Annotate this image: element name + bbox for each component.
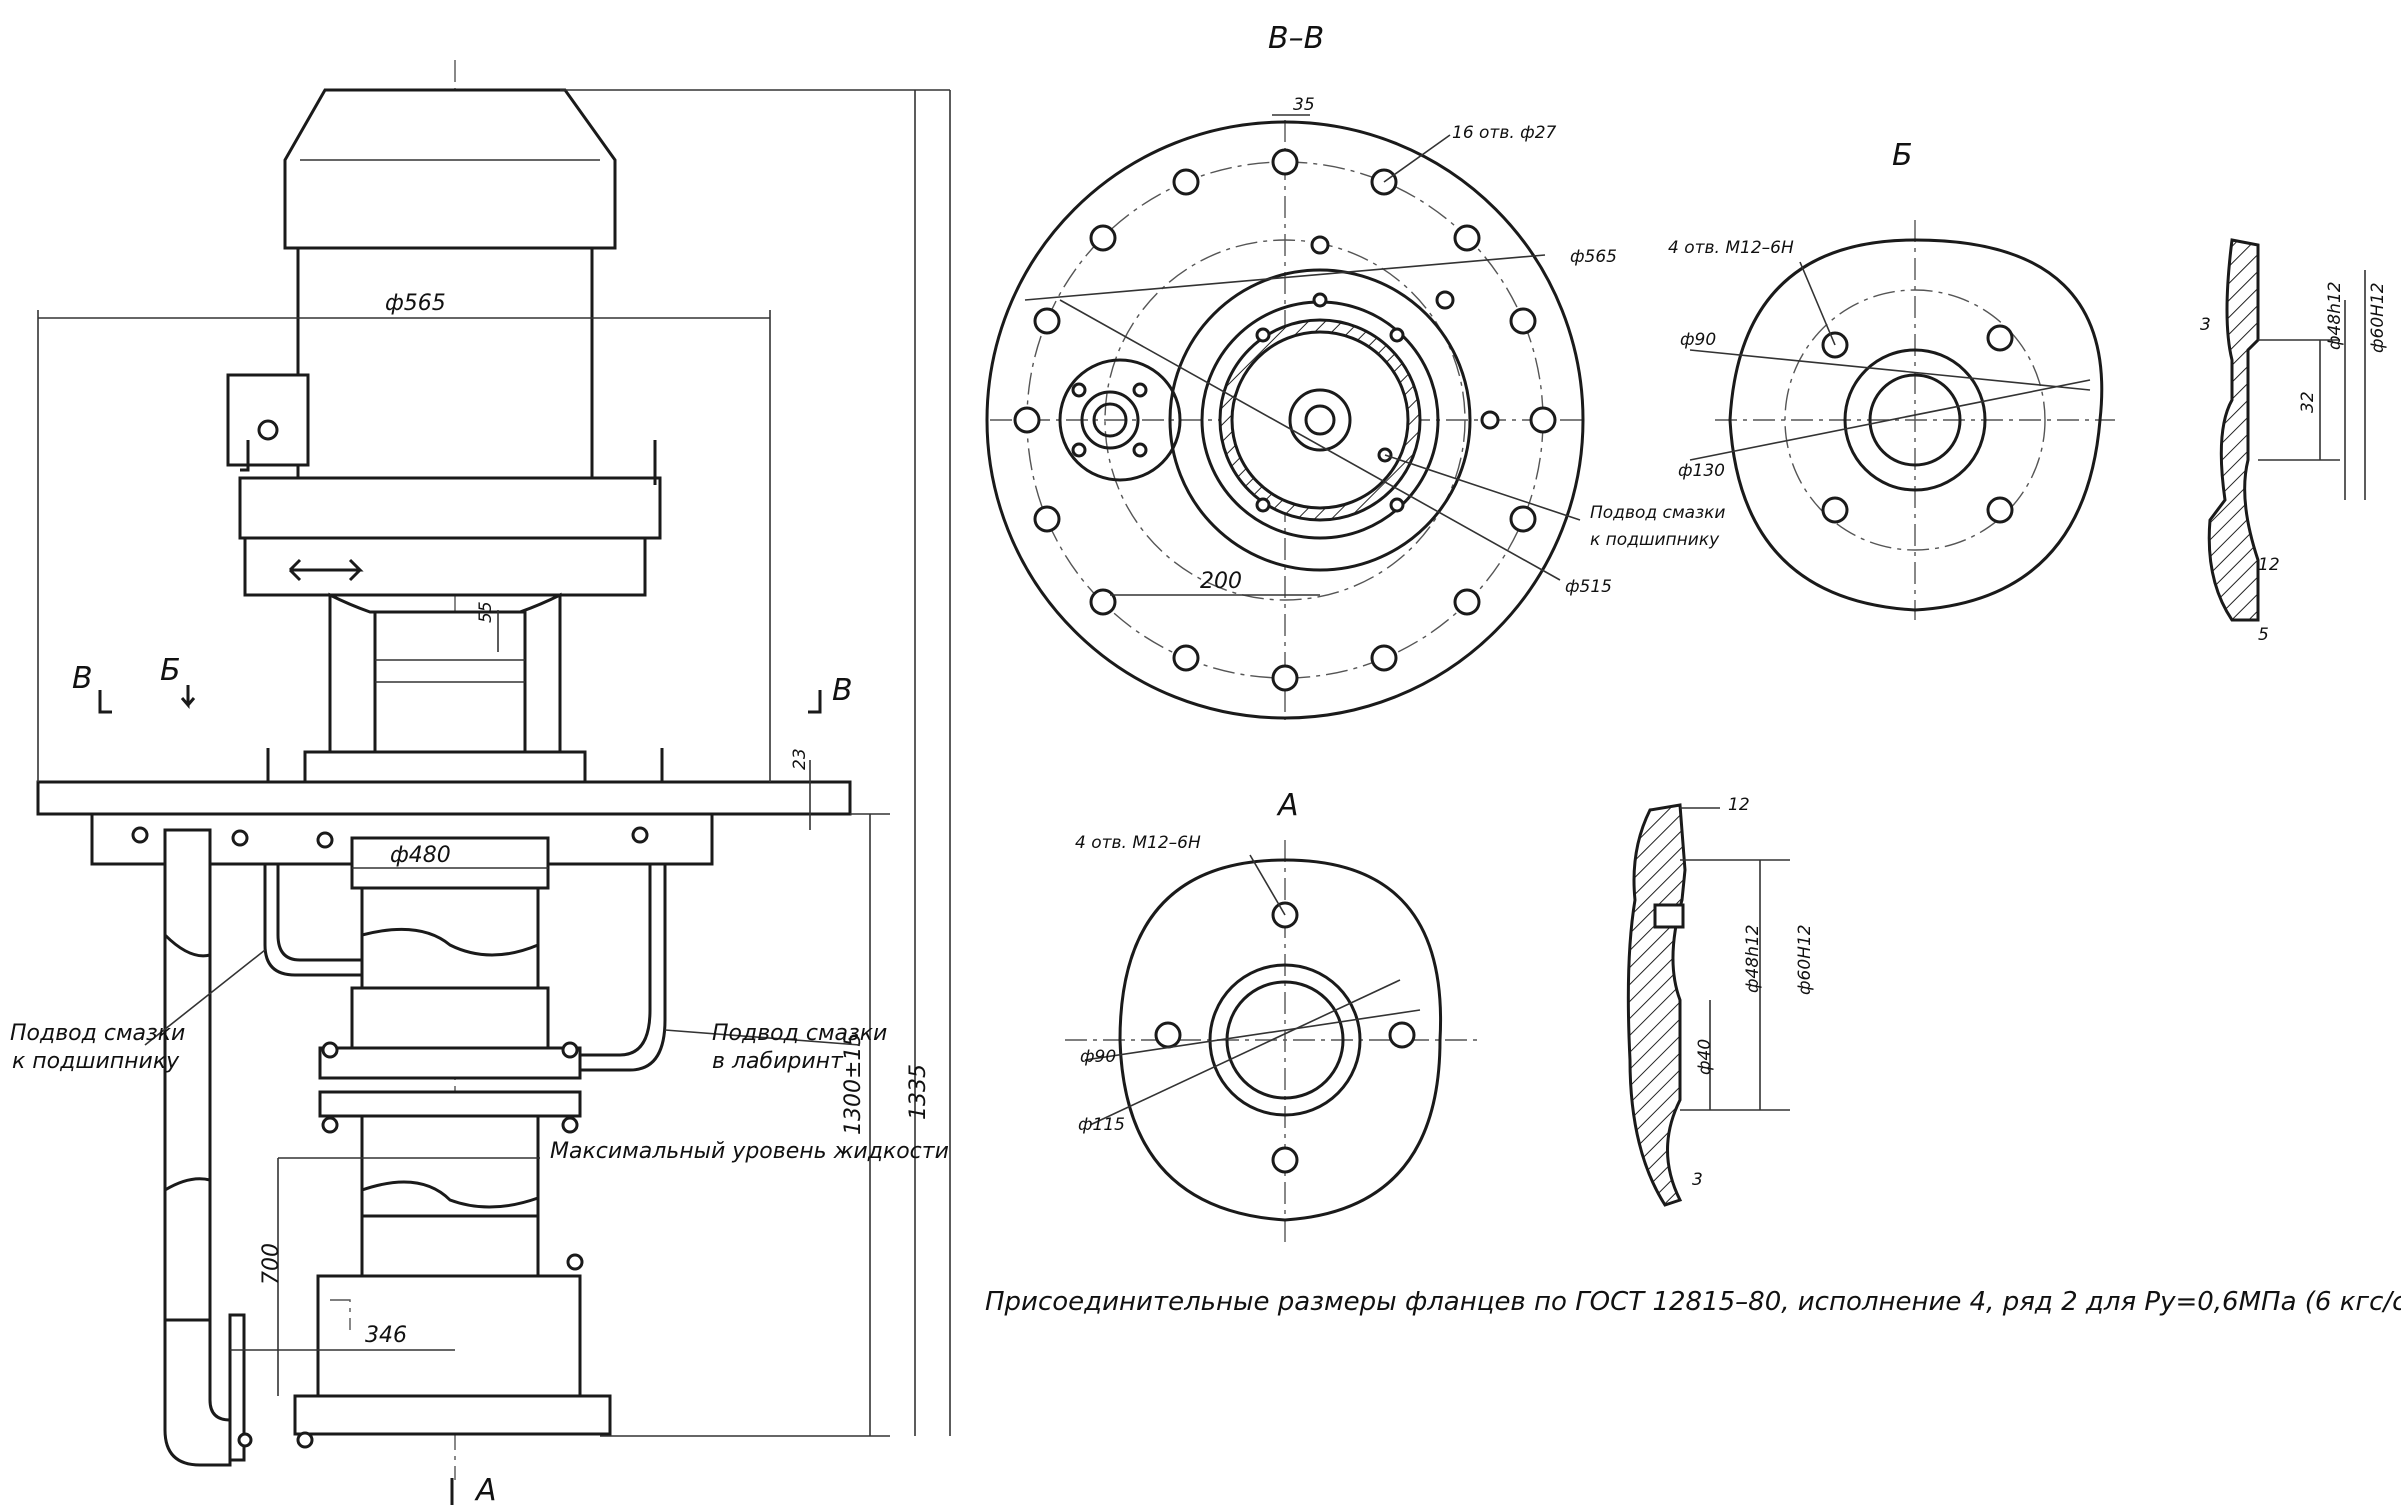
flange-outline-a (1118, 858, 1443, 1222)
dim-dia-480: ф480 (390, 843, 451, 868)
mark-v-right: В (832, 673, 853, 708)
flange-outline-bb (985, 120, 1585, 720)
labyrinth-flange (318, 1046, 582, 1080)
b-fit-60: ф60Н12 (2368, 282, 2388, 353)
dim-dia-565: ф565 (385, 291, 446, 316)
bb-holes: 16 отв. ф27 (1452, 123, 1557, 143)
bb-note-l1: Подвод смазки (1590, 503, 1725, 523)
bb-dia-565: ф565 (1570, 247, 1617, 267)
note-max-level: Максимальный уровень жидкости (550, 1139, 949, 1164)
pump-column (318, 836, 582, 1278)
mark-b-left: Б (160, 653, 181, 688)
view-a-detail: А 4 отв. М12–6Н ф90 ф115 12 ф48h12 ф60Н1… (1065, 788, 1815, 1245)
dim-346: 346 (365, 1323, 407, 1348)
mark-v-left: В (72, 661, 93, 696)
view-b-detail: Б 4 отв. М12–6Н ф90 ф130 32 ф48h12 ф60Н1… (1668, 138, 2388, 645)
b-fit-48: ф48h12 (2325, 281, 2345, 350)
a-dia-40: ф40 (1695, 1039, 1715, 1075)
dim-23: 23 (790, 748, 810, 770)
note-lube-labyrinth-l2: в лабиринт (712, 1049, 844, 1074)
a-holes: 4 отв. М12–6Н (1075, 833, 1201, 853)
b-dia-90: ф90 (1680, 330, 1716, 350)
note-lube-bearing-l1: Подвод смазки (10, 1021, 185, 1046)
discharge-pipe (163, 828, 253, 1467)
lube-tube-labyrinth (580, 864, 667, 1072)
dim-1335: 1335 (906, 1064, 931, 1120)
lube-tube-bearing (263, 864, 362, 977)
flange-section-a (1626, 803, 1687, 1207)
section-bb-title: В–В (1268, 21, 1324, 56)
bb-dim-200: 200 (1200, 569, 1242, 594)
note-lube-labyrinth-l1: Подвод смазки (712, 1021, 887, 1046)
flange-section-b (2207, 238, 2260, 622)
a-dia-115: ф115 (1078, 1115, 1125, 1135)
b-holes: 4 отв. М12–6Н (1668, 238, 1794, 258)
flange-footnote: Присоединительные размеры фланцев по ГОС… (985, 1287, 2401, 1317)
view-b-title: Б (1892, 138, 1913, 173)
dim-700: 700 (259, 1243, 284, 1285)
a-fit-60: ф60Н12 (1795, 924, 1815, 995)
a-dia-90: ф90 (1080, 1047, 1116, 1067)
a-fit-48: ф48h12 (1743, 924, 1763, 993)
motor (226, 88, 662, 540)
bracket (243, 536, 647, 784)
note-lube-bearing-l2: к подшипнику (12, 1049, 180, 1074)
mark-a-bottom: А (474, 1473, 497, 1508)
elevation-view: ф565 ф480 55 23 1300±15 1335 700 346 Под… (10, 60, 951, 1508)
flange-outline-b (1728, 238, 2104, 612)
pump-body (293, 1253, 612, 1449)
b-dim-12: 12 (2258, 555, 2280, 575)
bb-dim-35: 35 (1293, 95, 1315, 115)
bolt-holes-16 (1013, 148, 1557, 692)
bb-dia-515: ф515 (1565, 577, 1612, 597)
rotation-arrow (290, 558, 364, 582)
view-a-title: А (1276, 788, 1299, 823)
b-dim-3: 3 (2200, 315, 2211, 335)
b-dim-5: 5 (2258, 625, 2269, 645)
b-dim-32: 32 (2298, 391, 2318, 413)
bb-note-l2: к подшипнику (1590, 530, 1720, 550)
section-bb-view: В–В (985, 21, 1725, 720)
b-dia-130: ф130 (1678, 461, 1725, 481)
dim-55: 55 (476, 601, 496, 623)
a-dim-3: 3 (1692, 1170, 1703, 1190)
dim-1300: 1300±15 (841, 1033, 866, 1135)
a-dim-12: 12 (1728, 795, 1750, 815)
